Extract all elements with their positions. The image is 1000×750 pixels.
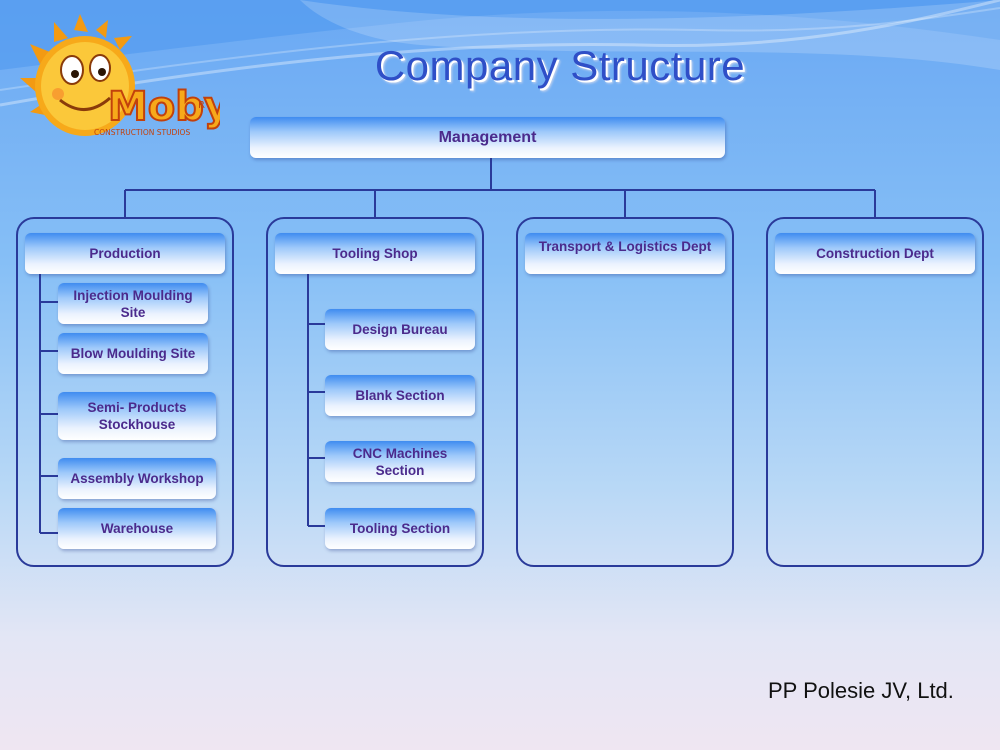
unit-semi-products: Semi- Products Stockhouse (58, 392, 216, 440)
dept-tooling-shop: Tooling Shop (275, 233, 475, 274)
dept-transport-logistics: Transport & Logistics Dept (525, 233, 725, 274)
unit-design-bureau: Design Bureau (325, 309, 475, 350)
transport-logistics-panel (516, 217, 734, 567)
moby-logo: Moby R CONSTRUCTION STUDIOS (10, 8, 231, 143)
unit-assembly-workshop: Assembly Workshop (58, 458, 216, 499)
tooling-shop-panel (266, 217, 484, 567)
construction-panel (766, 217, 984, 567)
svg-text:R: R (198, 100, 205, 111)
dept-construction: Construction Dept (775, 233, 975, 274)
management-box: Management (250, 117, 725, 158)
dept-production: Production (25, 233, 225, 274)
unit-blank-section: Blank Section (325, 375, 475, 416)
sun-mascot-icon (20, 14, 135, 136)
production-panel (16, 217, 234, 567)
page-title: Company Structure (374, 42, 746, 89)
unit-injection-moulding: Injection Moulding Site (58, 283, 208, 324)
company-name-footer: PP Polesie JV, Ltd. (768, 678, 954, 703)
unit-warehouse: Warehouse (58, 508, 216, 549)
svg-text:Moby: Moby (108, 84, 220, 130)
unit-tooling-section: Tooling Section (325, 508, 475, 549)
svg-text:CONSTRUCTION STUDIOS: CONSTRUCTION STUDIOS (94, 128, 190, 137)
unit-blow-moulding: Blow Moulding Site (58, 333, 208, 374)
unit-cnc-machines: CNC Machines Section (325, 441, 475, 482)
